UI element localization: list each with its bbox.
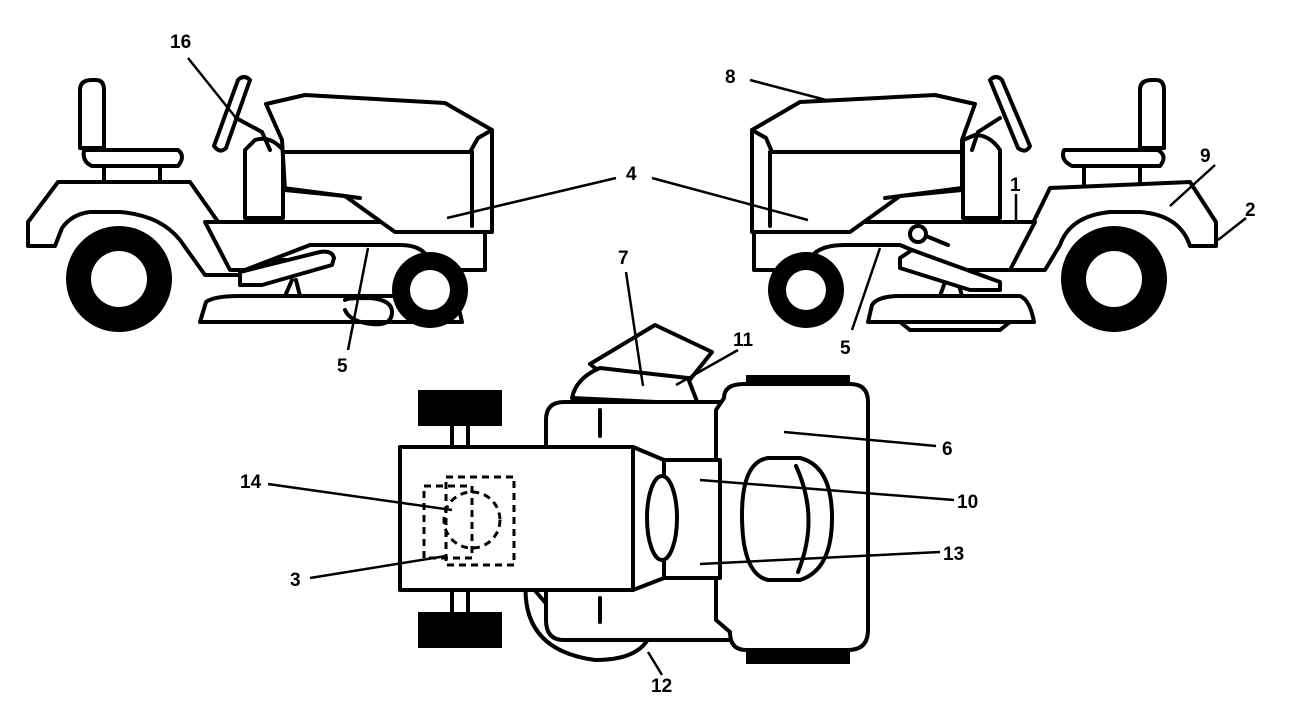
left-side-view	[26, 75, 494, 332]
right-mower-deck	[866, 294, 1036, 324]
callout-9: 9	[1200, 146, 1211, 167]
callout-8: 8	[725, 67, 736, 88]
right-steering-wheel	[988, 75, 1032, 153]
callout-10: 10	[957, 492, 978, 513]
callout-5-left: 5	[337, 356, 348, 377]
right-rear-fender	[1008, 180, 1218, 272]
callout-16: 16	[170, 32, 191, 53]
left-seat-back	[78, 78, 106, 150]
right-hood	[750, 93, 977, 234]
callout-4: 4	[626, 164, 637, 185]
callout-5-right: 5	[840, 338, 851, 359]
leader-lines	[187, 57, 1247, 676]
callout-6: 6	[942, 439, 953, 460]
top-view	[398, 323, 870, 664]
callout-7: 7	[618, 248, 629, 269]
callout-2: 2	[1245, 200, 1256, 221]
callout-11: 11	[733, 330, 754, 351]
callout-numbers: 16 4 5 5 8 1 9 2 7 11 6 10 13 14 3 12	[170, 32, 1256, 697]
left-hood	[264, 93, 494, 234]
top-hood	[398, 445, 635, 592]
callout-12: 12	[651, 676, 672, 697]
right-seat	[1061, 148, 1166, 168]
left-seat	[81, 148, 184, 168]
callout-1: 1	[1010, 175, 1021, 196]
left-dash-pillar	[243, 136, 285, 220]
callout-14: 14	[240, 472, 262, 493]
callout-3: 3	[290, 570, 301, 591]
left-foot-step	[238, 249, 336, 287]
callout-13: 13	[943, 544, 964, 565]
right-seat-back	[1138, 78, 1166, 150]
right-foot-step	[898, 248, 1002, 292]
right-dash-pillar	[961, 133, 1002, 220]
right-side-view	[750, 75, 1218, 332]
